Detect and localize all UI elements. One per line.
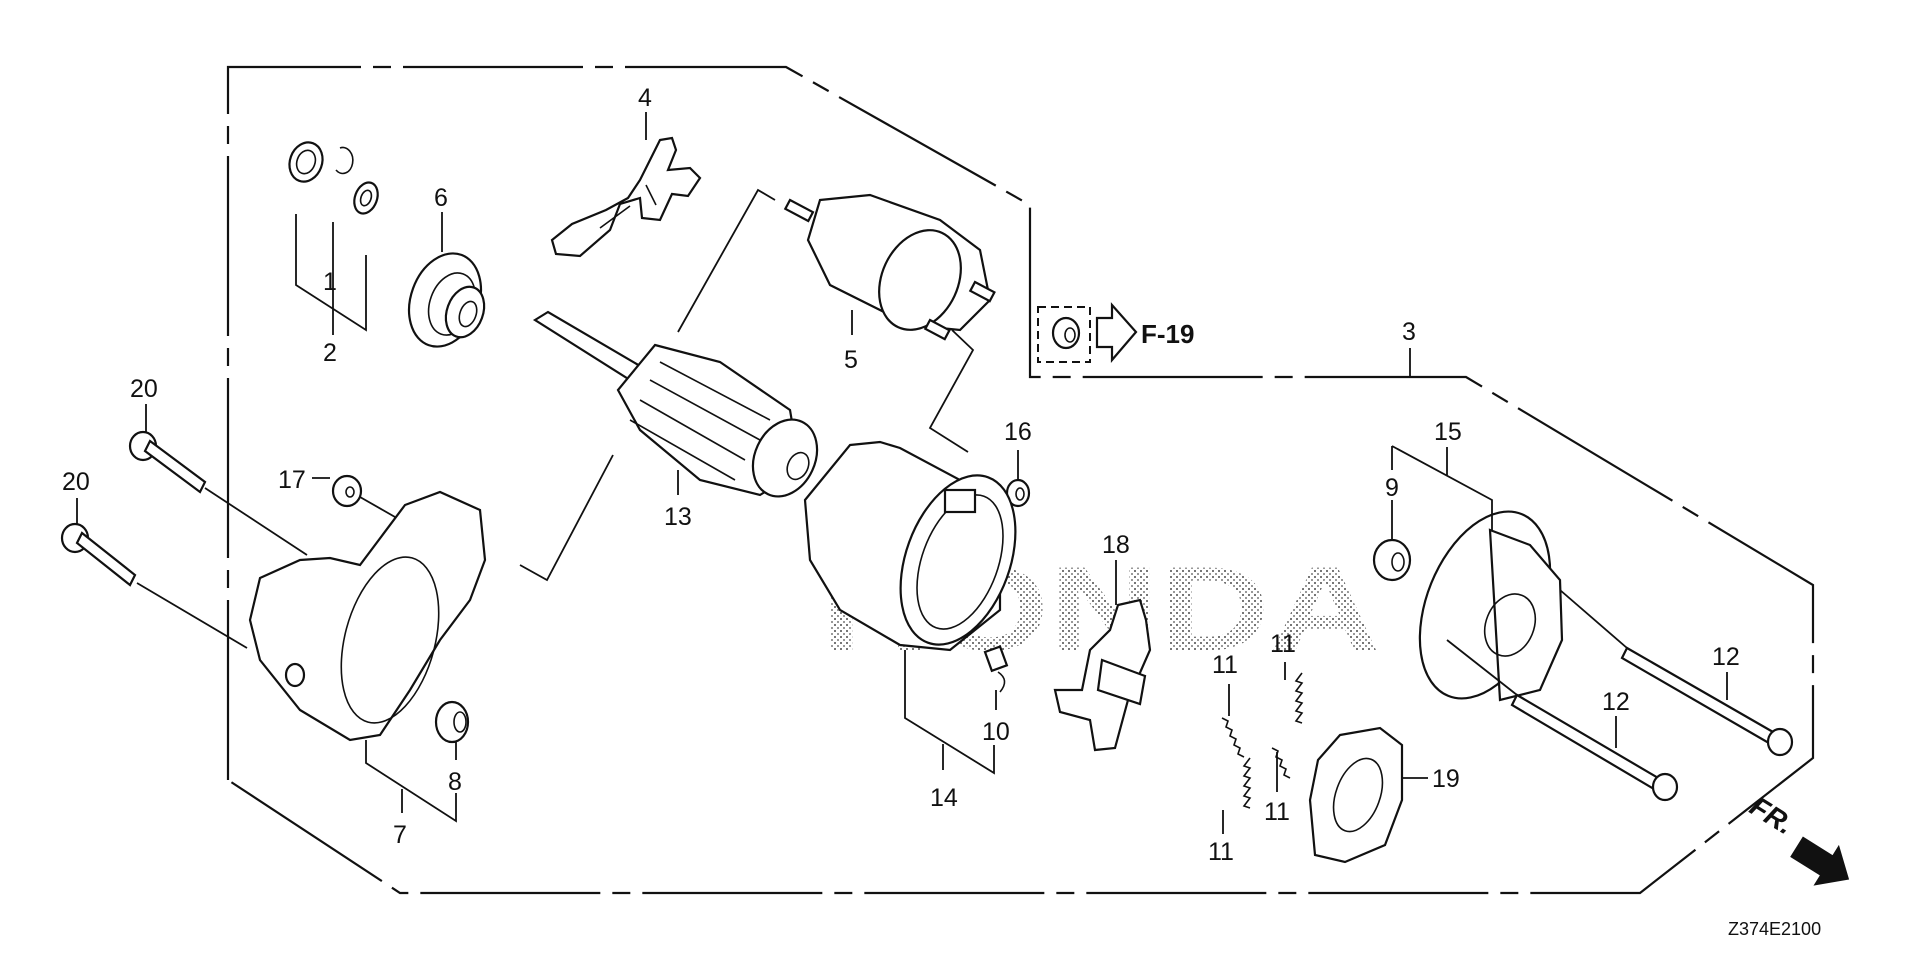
part-11-spring-a[interactable] — [1221, 717, 1245, 758]
callout-2: 2 — [323, 339, 337, 367]
callout-20a: 20 — [130, 375, 158, 403]
callout-12b: 12 — [1602, 688, 1630, 716]
part-19-plate[interactable] — [1308, 726, 1404, 864]
part-18-brush-holder[interactable] — [1053, 598, 1152, 752]
part-8-bushing[interactable] — [434, 700, 470, 744]
reference-f19[interactable]: F-19 — [1037, 302, 1194, 363]
part-6-pinion-gear[interactable] — [397, 243, 494, 356]
leader-13-housing — [519, 454, 614, 582]
part-2-collar[interactable] — [350, 179, 382, 217]
callout-20b: 20 — [62, 468, 90, 496]
callout-9: 9 — [1385, 474, 1399, 502]
part-17-grommet[interactable] — [331, 474, 363, 508]
part-1-snap-ring[interactable] — [335, 146, 354, 175]
callout-11a: 11 — [1212, 651, 1238, 679]
part-2-seal[interactable] — [284, 138, 328, 187]
callout-5: 5 — [844, 346, 858, 374]
callout-10: 10 — [982, 718, 1010, 746]
part-4-shift-lever[interactable] — [550, 136, 702, 258]
part-11-spring-d[interactable] — [1242, 757, 1252, 809]
part-9-bushing[interactable] — [1372, 538, 1412, 582]
callout-14: 14 — [930, 784, 958, 812]
callout-17: 17 — [278, 466, 306, 494]
callout-11c: 11 — [1264, 798, 1290, 826]
part-11-spring-b[interactable] — [1294, 672, 1304, 724]
callout-19: 19 — [1432, 765, 1460, 793]
leader-2 — [295, 214, 367, 332]
leader-5-armature — [677, 188, 776, 333]
leader-20a — [145, 404, 308, 556]
callout-8: 8 — [448, 768, 462, 796]
leader-7 — [365, 740, 457, 823]
front-direction-indicator: FR. — [1745, 790, 1850, 886]
part-10-brush[interactable] — [983, 645, 1009, 693]
part-5-solenoid[interactable] — [783, 193, 996, 343]
callout-6: 6 — [434, 184, 448, 212]
leader-5-terminal — [928, 329, 975, 453]
callout-3: 3 — [1402, 318, 1416, 346]
leader-15 — [1391, 445, 1493, 530]
leader-12b — [1446, 639, 1617, 748]
part-20-flange-bolt-b[interactable] — [60, 522, 137, 587]
part-15-rear-cover[interactable] — [1395, 492, 1576, 717]
part-12-through-bolt-b[interactable] — [1510, 693, 1679, 802]
callout-16: 16 — [1004, 418, 1032, 446]
callout-15: 15 — [1434, 418, 1462, 446]
callout-11d: 11 — [1208, 838, 1234, 866]
arrow-right-icon — [1790, 836, 1850, 886]
assembly-boundary — [226, 65, 1815, 895]
callout-7: 7 — [393, 821, 407, 849]
leader-17 — [312, 477, 396, 518]
reference-box — [1037, 306, 1091, 363]
part-7-front-housing[interactable] — [248, 490, 487, 742]
part-13-armature[interactable] — [532, 310, 829, 507]
part-14-yoke[interactable] — [803, 440, 1037, 660]
part-12-through-bolt-a[interactable] — [1620, 646, 1794, 757]
part-20-flange-bolt-a[interactable] — [128, 430, 207, 494]
callout-11b: 11 — [1270, 630, 1296, 658]
terminal-block — [943, 488, 977, 514]
callout-12a: 12 — [1712, 643, 1740, 671]
callout-1: 1 — [323, 268, 337, 296]
reference-label: F-19 — [1141, 319, 1194, 349]
callout-18: 18 — [1102, 531, 1130, 559]
callout-4: 4 — [638, 84, 652, 112]
leader-14 — [904, 650, 995, 775]
leader-20b — [76, 498, 248, 649]
part-11-spring-c[interactable] — [1271, 747, 1291, 779]
diagram-code: Z374E2100 — [1728, 919, 1821, 939]
callout-13: 13 — [664, 503, 692, 531]
leader-12a — [1559, 589, 1728, 700]
reference-arrow-icon — [1095, 302, 1138, 363]
direction-label: FR. — [1745, 790, 1800, 840]
